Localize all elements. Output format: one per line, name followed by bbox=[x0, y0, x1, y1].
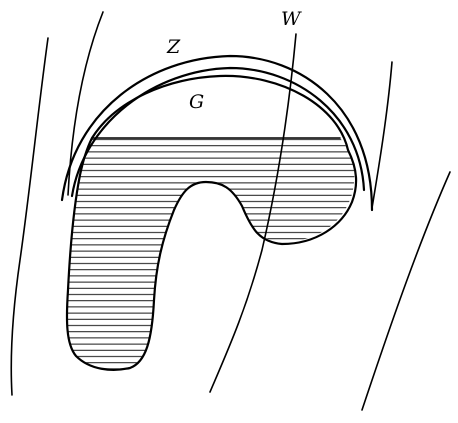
label-z: Z bbox=[166, 36, 181, 58]
label-g: G bbox=[189, 91, 204, 113]
hatched-region bbox=[60, 138, 360, 378]
left-outer-wall-line bbox=[11, 38, 48, 395]
right-inner-wall-line bbox=[372, 62, 392, 208]
right-diagonal-line bbox=[362, 172, 450, 410]
label-w: W bbox=[281, 8, 302, 30]
